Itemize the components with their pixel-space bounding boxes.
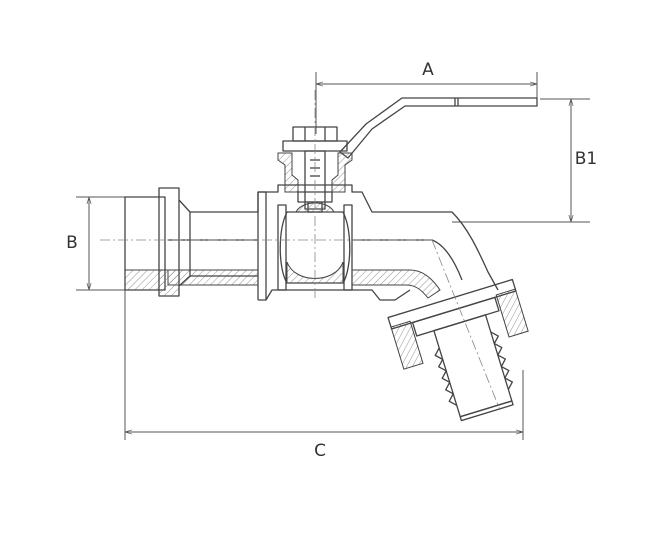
dimension-c-label: C xyxy=(314,441,326,461)
dimension-a: A xyxy=(315,60,538,134)
dimension-b: B xyxy=(66,196,126,291)
inlet-end xyxy=(124,187,266,297)
dimension-b1: B1 xyxy=(452,98,597,223)
dimension-b1-label: B1 xyxy=(575,149,597,169)
dimension-a-label: A xyxy=(422,60,434,80)
lever-handle xyxy=(339,97,538,159)
dimension-c: C xyxy=(124,290,524,461)
hose-outlet xyxy=(387,278,529,422)
center-lines xyxy=(100,90,501,411)
dimension-b-label: B xyxy=(66,233,78,253)
